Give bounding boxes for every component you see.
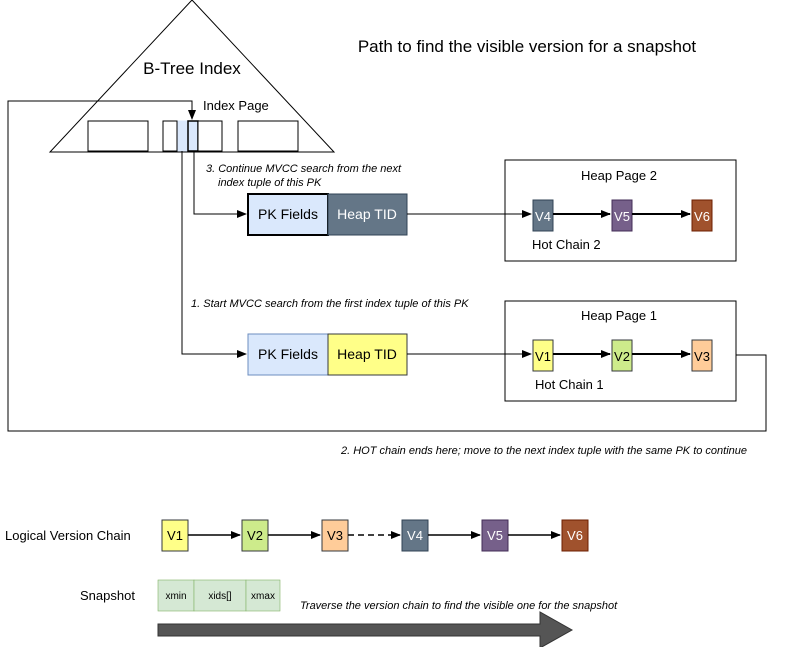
tuple-bottom-pk-label: PK Fields xyxy=(258,346,318,362)
index-slot xyxy=(87,120,149,152)
snapshot-xmax xyxy=(245,579,281,612)
hp2-v5-label: V5 xyxy=(614,209,630,224)
traverse-note: Traverse the version chain to find the v… xyxy=(300,600,618,612)
heap-page-2-label: Heap Page 2 xyxy=(581,168,657,183)
hp1-v2-label: V2 xyxy=(614,349,630,364)
lc-v4-label: V4 xyxy=(407,528,423,543)
index-slot-next-pk xyxy=(187,120,199,152)
snapshot-xids-label: xids[] xyxy=(208,591,232,602)
hp1-v1 xyxy=(532,339,554,372)
snapshot-xmax-label: xmax xyxy=(251,591,275,602)
connector-to-tuple-top xyxy=(193,151,247,218)
snapshot-xmin xyxy=(157,579,195,612)
tuple-bottom-tid-label: Heap TID xyxy=(337,346,397,362)
index-page-label: Index Page xyxy=(203,98,269,113)
traverse-arrow xyxy=(157,611,574,647)
lc-v1-label: V1 xyxy=(167,528,183,543)
hp2-v4 xyxy=(532,199,554,232)
heap-page-1-label: Heap Page 1 xyxy=(581,308,657,323)
note-step2: 2. HOT chain ends here; move to the next… xyxy=(340,445,747,457)
connector-to-tuple-bottom xyxy=(181,151,247,358)
lc-v6-label: V6 xyxy=(567,528,583,543)
note-step3-line1: 3. Continue MVCC search from the next xyxy=(206,163,402,175)
tuple-top-heap-tid xyxy=(327,193,408,236)
index-slot xyxy=(237,120,299,152)
hp2-v6-label: V6 xyxy=(694,209,710,224)
lc-v6 xyxy=(561,519,589,552)
logical-chain-label: Logical Version Chain xyxy=(5,528,131,543)
hot-chain-2-label: Hot Chain 2 xyxy=(532,237,601,252)
hp1-v3 xyxy=(691,339,713,372)
lc-v3 xyxy=(321,519,349,552)
note-step3-line2: index tuple of this PK xyxy=(218,177,322,189)
index-slot xyxy=(162,120,178,152)
lc-v3-label: V3 xyxy=(327,528,343,543)
tuple-top-pk-label: PK Fields xyxy=(258,206,318,222)
hp2-v6 xyxy=(691,199,713,232)
diagram-title: Path to find the visible version for a s… xyxy=(358,37,697,56)
btree-label: B-Tree Index xyxy=(143,59,241,78)
lc-v2-label: V2 xyxy=(247,528,263,543)
note-step1: 1. Start MVCC search from the first inde… xyxy=(191,298,469,310)
lc-v5-label: V5 xyxy=(487,528,503,543)
btree-triangle xyxy=(48,0,336,153)
loop-connector xyxy=(7,100,767,432)
hp1-v1-label: V1 xyxy=(535,349,551,364)
lc-v4 xyxy=(401,519,429,552)
index-slot-first-pk xyxy=(177,120,189,152)
snapshot-label: Snapshot xyxy=(80,588,135,603)
hp1-v2 xyxy=(611,339,633,372)
index-slot xyxy=(197,120,223,152)
hp2-v5 xyxy=(611,199,633,232)
lc-v5 xyxy=(481,519,509,552)
lc-v1 xyxy=(161,519,189,552)
tuple-top-tid-label: Heap TID xyxy=(337,206,397,222)
hot-chain-1-label: Hot Chain 1 xyxy=(535,377,604,392)
hp1-v3-label: V3 xyxy=(694,349,710,364)
snapshot-xmin-label: xmin xyxy=(165,591,186,602)
hp2-v4-label: V4 xyxy=(535,209,551,224)
